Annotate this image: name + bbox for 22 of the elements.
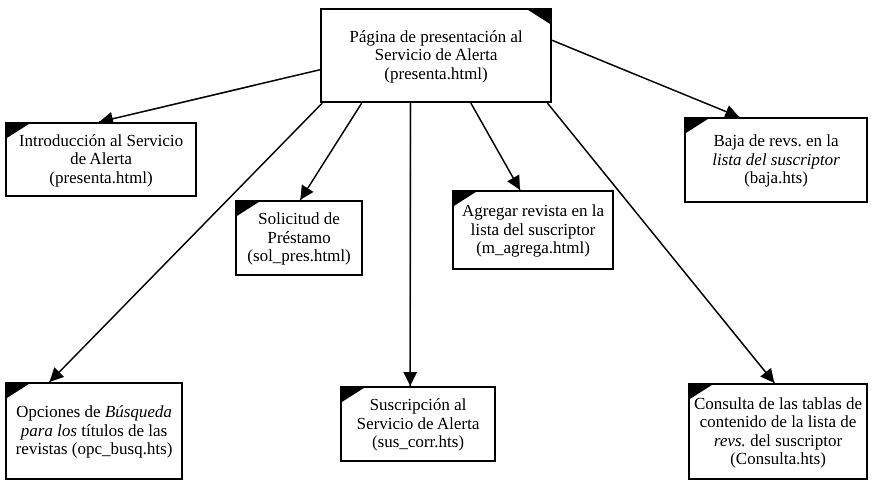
page-title: Introducción al Servicio de Alerta (presenta.html) — [18, 132, 184, 188]
page-box — [5, 382, 183, 480]
page-box — [340, 386, 496, 462]
page-title: Opciones de Búsqueda para los títulos de las revistas (opc_busq.hts) — [14, 403, 174, 459]
arrow — [403, 103, 418, 386]
page-box — [5, 122, 197, 197]
page-title: Consulta de las tablas de contenido de la lista de revs. del suscriptor (Consulta.hts) — [693, 394, 863, 468]
page-title: Solicitud de Préstamo (sol_pres.html) — [246, 210, 352, 266]
page-title: Página de presentación al Servicio de Alerta (presenta.html) — [348, 28, 524, 84]
arrow — [546, 102, 776, 384]
arrow — [470, 102, 521, 190]
arrow — [552, 40, 740, 118]
page-box — [688, 383, 868, 480]
page-title: Baja de revs. en la lista del suscriptor (baja.hts) — [711, 132, 841, 188]
page-title: Agregar revista en la lista del suscriptor (m_agrega.html) — [460, 202, 606, 258]
arrow — [48, 102, 323, 383]
arrow — [300, 102, 362, 200]
page-box — [684, 117, 868, 203]
page-box — [452, 190, 614, 270]
page-title: Suscripción al Servicio de Alerta (sus_corr.hts) — [356, 396, 480, 452]
page-box — [320, 8, 552, 103]
page-box — [235, 200, 363, 276]
